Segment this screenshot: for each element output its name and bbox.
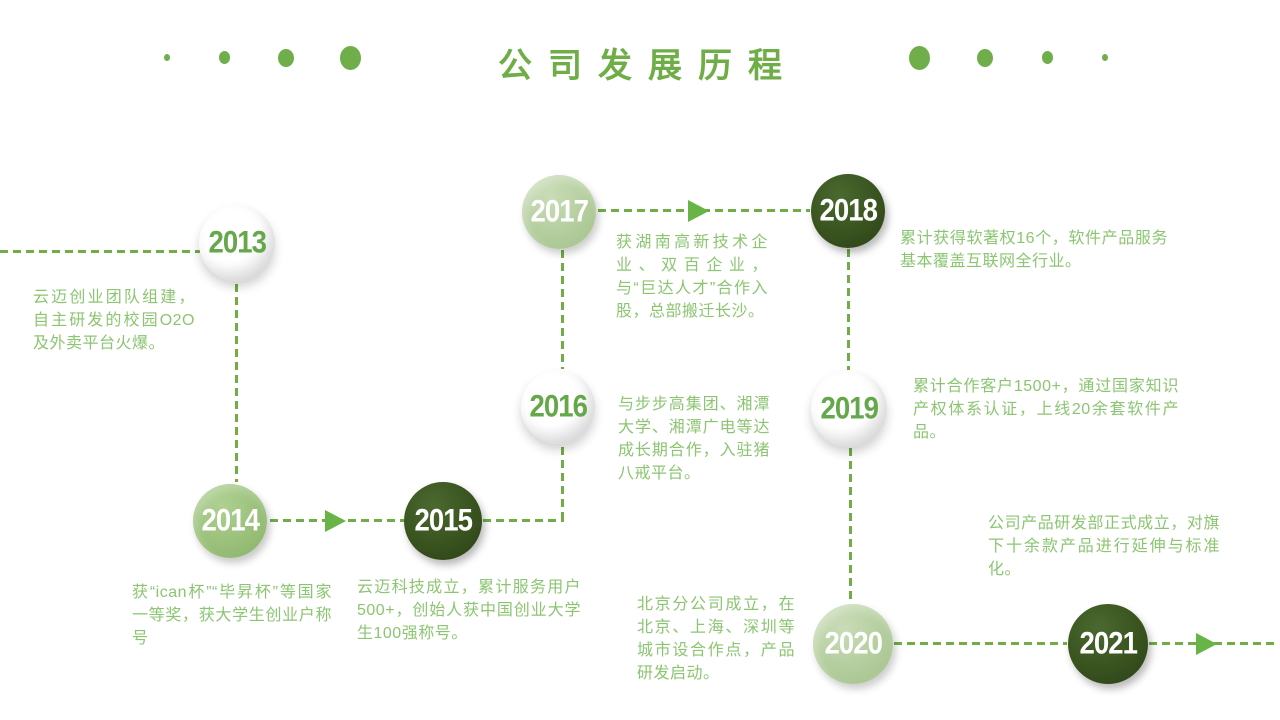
- decorative-dot-icon: [977, 49, 993, 67]
- year-label: 2020: [824, 626, 882, 661]
- timeline-node-2014: 2014: [193, 484, 267, 558]
- arrow-right-icon: [325, 510, 346, 532]
- milestone-desc-2015: 云迈科技成立，累计服务用户500+，创始人获中国创业大学生100强称号。: [357, 579, 581, 642]
- decorative-dot-icon: [1042, 51, 1053, 64]
- arrow-right-icon: [1196, 633, 1217, 655]
- timeline-node-2021: 2021: [1068, 604, 1148, 684]
- connector-line: [847, 249, 850, 370]
- arrow-right-icon: [688, 200, 709, 222]
- page-title: 公司发展历程: [498, 47, 798, 85]
- decorative-dot-icon: [340, 46, 361, 70]
- timeline-node-2017: 2017: [522, 175, 596, 249]
- timeline-node-2018: 2018: [811, 174, 885, 248]
- decorative-dot-icon: [909, 46, 930, 70]
- year-label: 2016: [529, 389, 587, 424]
- timeline-node-2020: 2020: [813, 604, 893, 684]
- year-label: 2019: [820, 391, 878, 426]
- milestone-desc-2018: 累计获得软著权16个，软件产品服务基本覆盖互联网全行业。: [900, 230, 1168, 270]
- decorative-dot-icon: [164, 54, 170, 61]
- year-label: 2013: [208, 225, 266, 260]
- connector-line: [561, 250, 564, 369]
- milestone-desc-2021: 公司产品研发部正式成立，对旗下十余款产品进行延伸与标准化。: [988, 515, 1220, 578]
- timeline-node-2015: 2015: [404, 482, 482, 560]
- milestone-desc-2020: 北京分公司成立，在北京、上海、深圳等城市设合作点，产品研发启动。: [637, 596, 795, 682]
- milestone-desc-2013: 云迈创业团队组建，自主研发的校园O2O及外卖平台火爆。: [33, 289, 195, 352]
- connector-line: [561, 447, 564, 523]
- timeline-node-2019: 2019: [811, 371, 887, 447]
- decorative-dot-icon: [219, 51, 230, 64]
- milestone-desc-2014: 获“ican杯”“毕昇杯”等国家一等奖，获大学生创业户称号: [132, 584, 332, 647]
- milestone-desc-2019: 累计合作客户1500+，通过国家知识产权体系认证，上线20余套软件产品。: [913, 378, 1179, 441]
- connector-line: [235, 284, 238, 482]
- connector-line: [0, 250, 200, 253]
- decorative-dot-icon: [1102, 54, 1108, 61]
- milestone-desc-2016: 与步步高集团、湘潭大学、湘潭广电等达成长期合作，入驻猪八戒平台。: [618, 396, 770, 482]
- connector-line: [894, 642, 1067, 645]
- decorative-dot-icon: [278, 49, 294, 67]
- timeline-node-2016: 2016: [521, 370, 595, 444]
- connector-line: [849, 448, 852, 603]
- connector-line: [483, 519, 564, 522]
- year-label: 2018: [819, 193, 877, 228]
- year-label: 2017: [530, 194, 588, 229]
- timeline-node-2013: 2013: [199, 205, 275, 281]
- year-label: 2015: [414, 503, 472, 538]
- milestone-desc-2017: 获湖南高新技术企业、双百企业，与“巨达人才”合作入股，总部搬迁长沙。: [616, 234, 768, 320]
- year-label: 2021: [1079, 626, 1137, 661]
- year-label: 2014: [201, 503, 259, 538]
